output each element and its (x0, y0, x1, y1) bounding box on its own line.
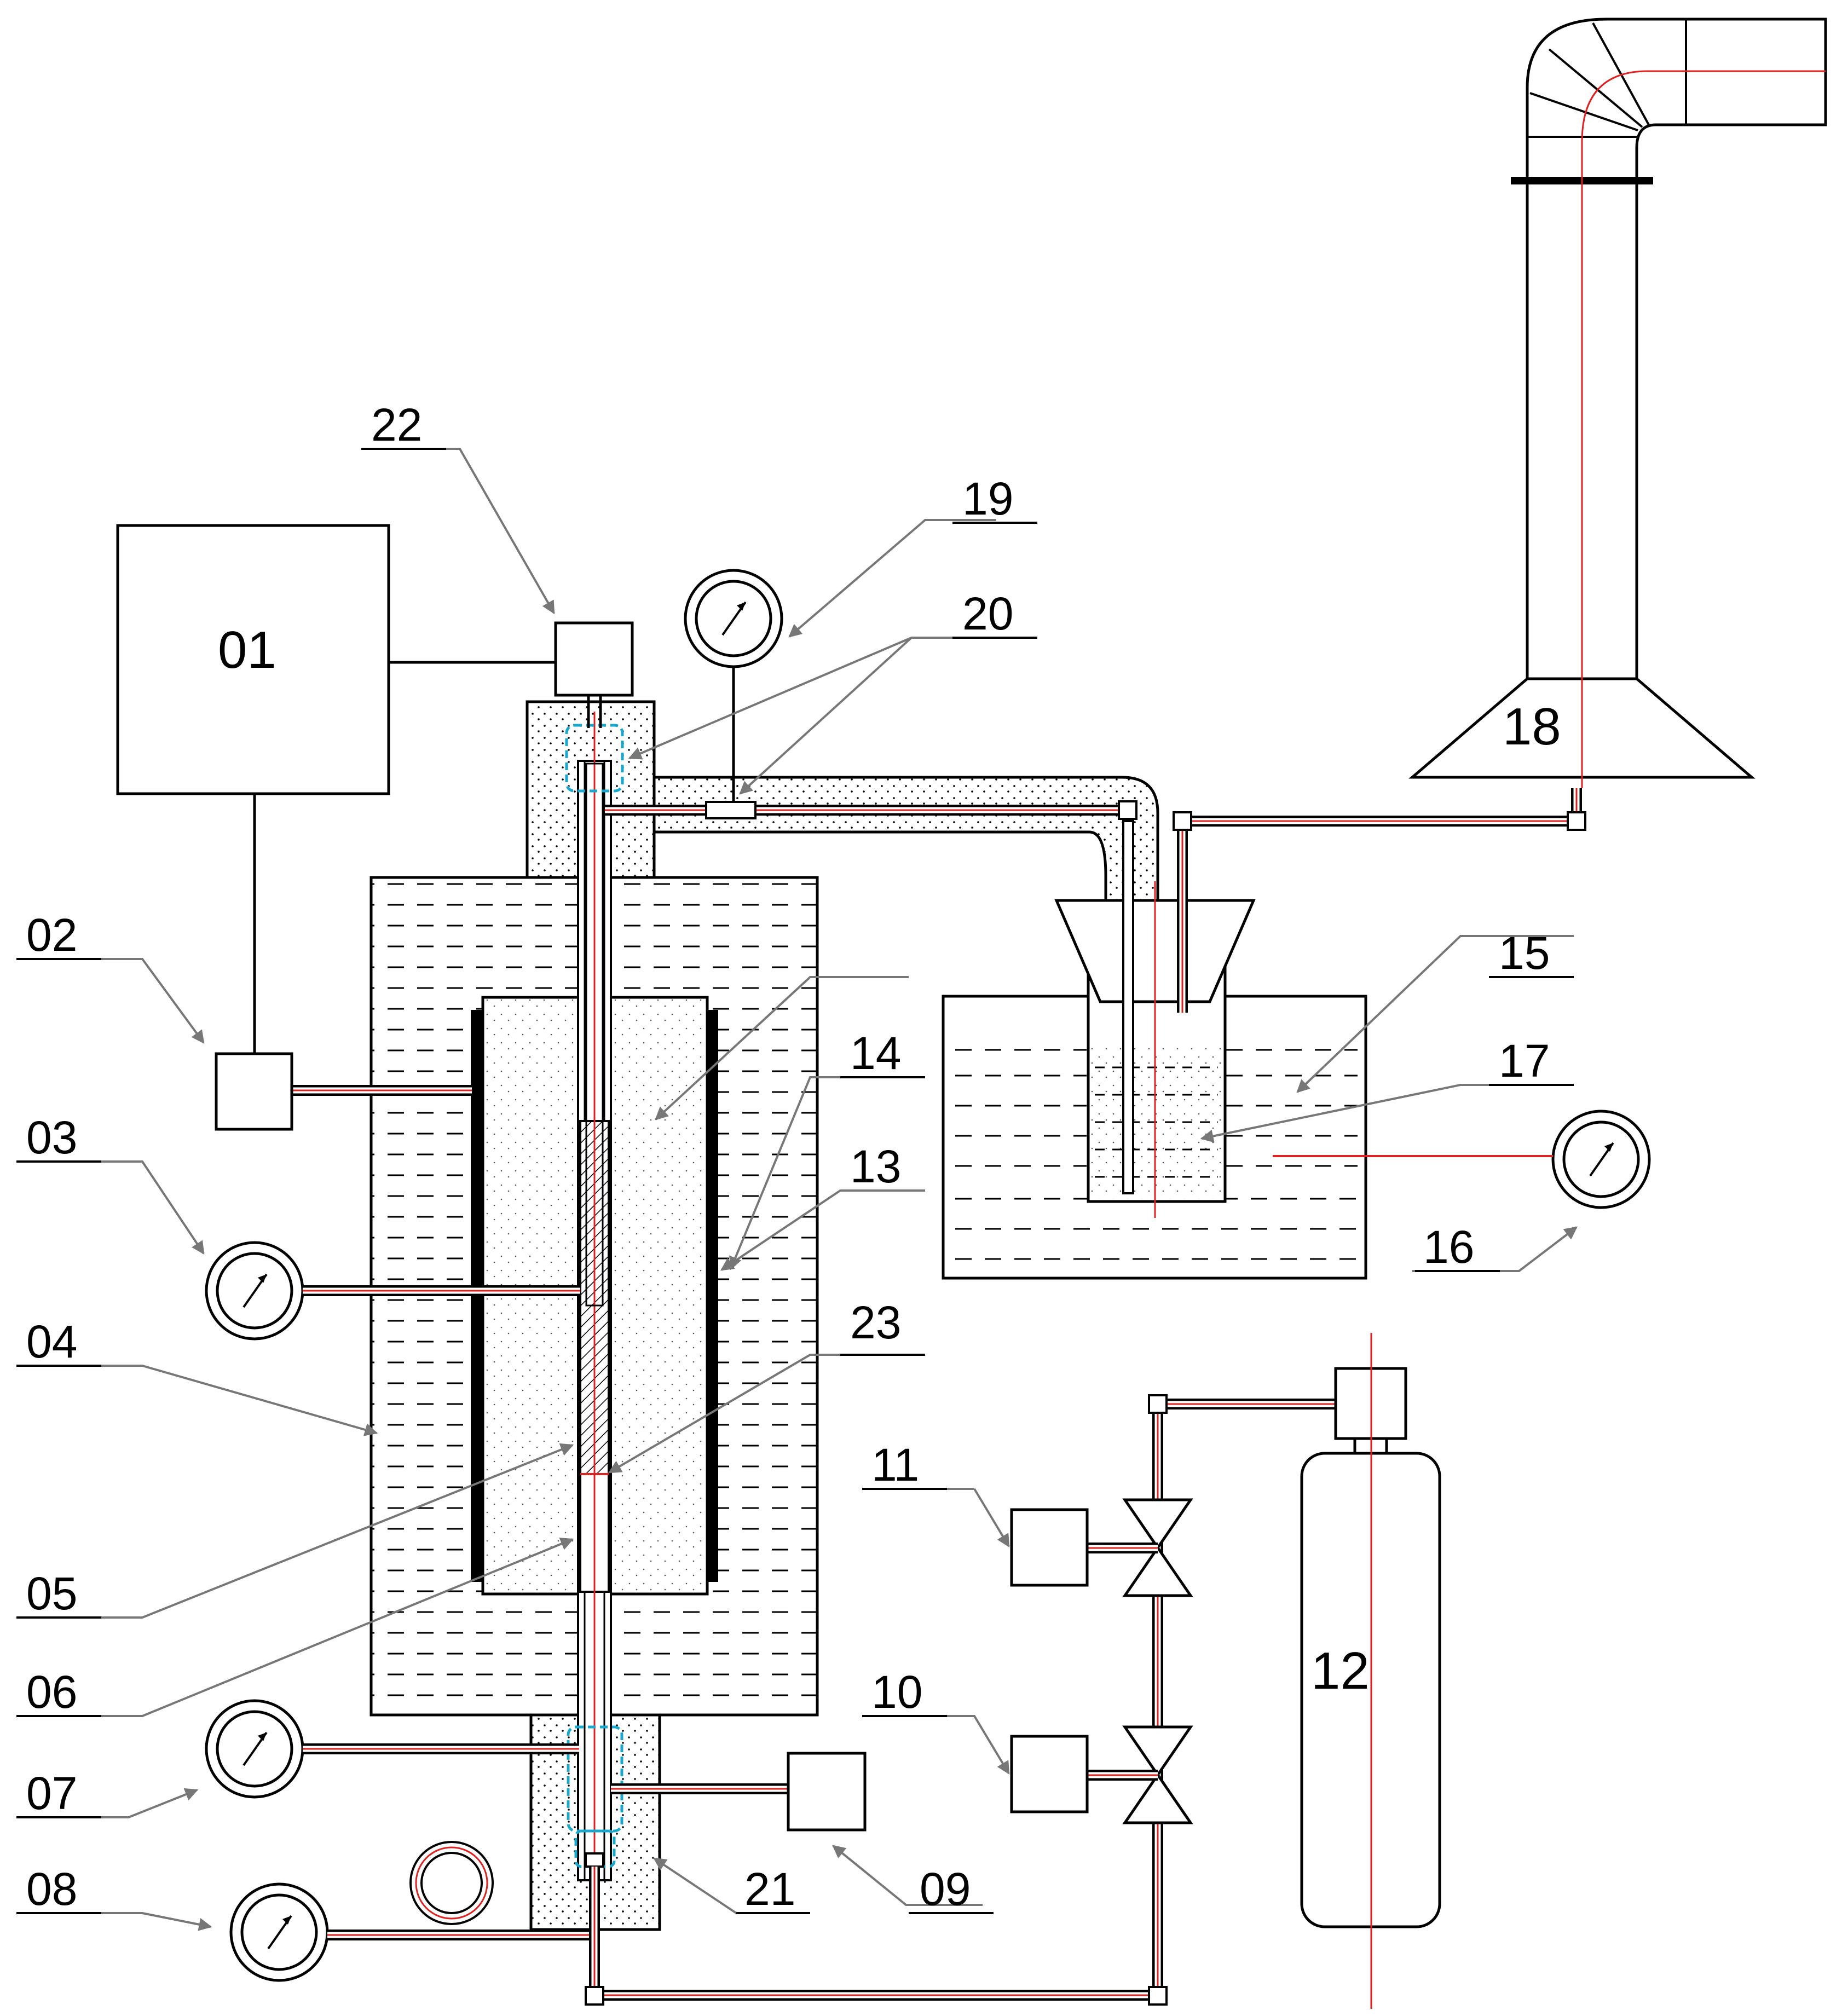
flow-controller-10 (1010, 1735, 1089, 1813)
inner-thermowell (585, 763, 604, 1307)
thermocouple-box-02 (215, 1052, 293, 1131)
supply-elbow-bottom-right (1148, 1986, 1168, 2006)
label-22: 22 (371, 399, 422, 450)
label-16: 16 (1423, 1221, 1474, 1273)
label-06: 06 (26, 1666, 77, 1718)
vent-line (1177, 788, 1582, 1013)
label-18: 18 (1503, 697, 1561, 756)
pressure-gauge-07 (205, 1699, 304, 1799)
label-15: 15 (1499, 927, 1550, 979)
label-07: 07 (26, 1767, 77, 1819)
label-17: 17 (1499, 1035, 1550, 1087)
vent-elbow-right (1567, 811, 1586, 831)
trap-liquid (1090, 1048, 1223, 1199)
label-underlines (16, 448, 1574, 1914)
label-12: 12 (1311, 1642, 1370, 1700)
label-10: 10 (871, 1666, 922, 1718)
label-11: 11 (871, 1439, 919, 1491)
bottom-connector (585, 1852, 604, 1868)
fume-hood (1408, 18, 1827, 788)
top-fitting (565, 724, 624, 793)
bottom-fitting-lower (574, 1829, 616, 1868)
label-19: 19 (962, 473, 1013, 524)
label-20: 20 (962, 588, 1013, 639)
actuator-box (554, 621, 634, 697)
trap-dip-tube (1122, 820, 1134, 1194)
outlet-elbow (1118, 800, 1137, 820)
label-13: 13 (850, 1141, 901, 1192)
label-21: 21 (744, 1863, 795, 1915)
pressure-gauge-03 (205, 1241, 304, 1341)
label-05: 05 (26, 1568, 77, 1619)
water-level-dashes (955, 1049, 1358, 1260)
vent-elbow-left (1173, 811, 1192, 831)
label-08: 08 (26, 1863, 77, 1915)
pressure-gauge-19 (684, 569, 783, 668)
trap-liquid-dashes (1095, 1066, 1218, 1178)
sensor-box-09 (787, 1752, 867, 1832)
label-14: 14 (850, 1027, 901, 1079)
label-02: 02 (26, 909, 77, 961)
label-23-visible-text: 23 (850, 1297, 901, 1348)
pressure-gauge-08 (229, 1882, 329, 1982)
supply-elbow-bottom-left (585, 1986, 604, 2006)
label-04: 04 (26, 1316, 77, 1367)
valve-actuator-11 (1010, 1508, 1089, 1587)
heating-element-right (706, 1010, 718, 1582)
label-01: 01 (218, 621, 276, 679)
controller-box (116, 524, 390, 795)
valve-actuator-links (1087, 1543, 1158, 1781)
label-13-leader (720, 1189, 925, 1271)
gauge-tee (705, 801, 757, 819)
pressure-gauge-16 (1551, 1110, 1651, 1209)
sensor-lines (291, 1085, 788, 1940)
preheat-coil (409, 1841, 494, 1925)
label-03: 03 (26, 1112, 77, 1163)
label-09: 09 (920, 1863, 971, 1915)
supply-elbow-top (1148, 1394, 1168, 1414)
